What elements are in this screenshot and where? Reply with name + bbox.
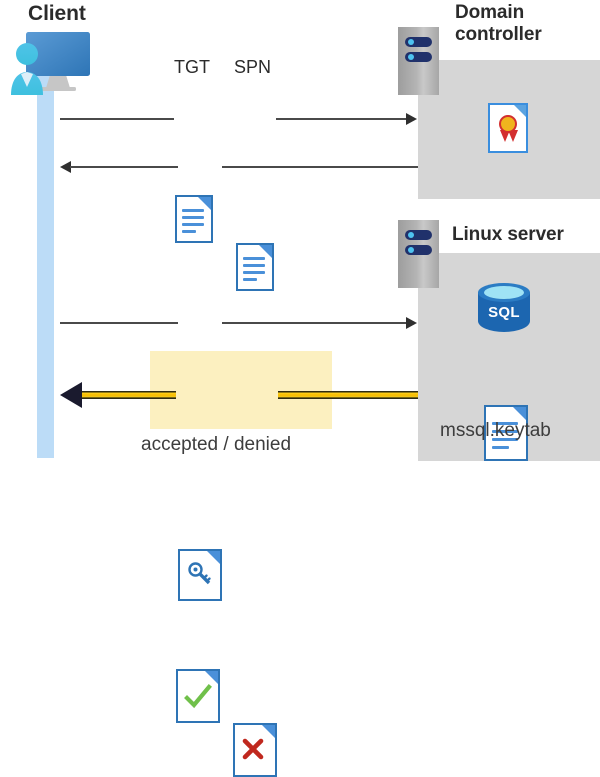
auth-result-line-right [278,391,418,399]
tgt-document-icon [175,195,213,243]
linux-server-title: Linux server [452,224,564,245]
present-ticket-key-document-icon [178,549,222,601]
domain-controller-server-icon [398,27,439,95]
tgt-label: TGT [174,57,210,77]
spn-document-icon [236,243,274,291]
client-title: Client [28,2,86,25]
client-icon [6,27,98,97]
check-icon [184,684,212,709]
request-line-right-segment [276,118,406,120]
present-ticket-line-left [60,322,178,324]
present-ticket-line-right [222,322,406,324]
client-monitor-user-icon [11,32,90,95]
domain-controller-title: Domain controller [455,2,542,46]
ticket-response-line-left [70,166,178,168]
sql-database-icon: SQL [478,283,530,339]
present-ticket-arrowhead [406,317,417,329]
denied-document-icon [233,723,277,777]
sql-icon-label: SQL [488,304,520,321]
request-line-left-segment [60,118,174,120]
client-lifeline [37,72,54,458]
ticket-response-arrowhead [60,161,71,173]
certificate-document-icon [488,103,528,153]
linux-server-icon [398,220,439,288]
auth-result-arrowhead [60,382,82,408]
auth-result-label: accepted / denied [141,434,292,455]
accepted-document-icon [176,669,220,723]
auth-result-highlight [150,351,332,429]
diagram-canvas: Client Domain controller Linux server SQ… [6,2,600,777]
key-icon [188,562,211,585]
auth-result-line-left [80,391,176,399]
x-icon [242,738,264,760]
spn-label: SPN [234,57,272,77]
keytab-filename-label: mssql.keytab [440,420,551,441]
keytab-document-icon [484,405,528,461]
ticket-response-line-right [222,166,418,168]
request-arrowhead [406,113,417,125]
